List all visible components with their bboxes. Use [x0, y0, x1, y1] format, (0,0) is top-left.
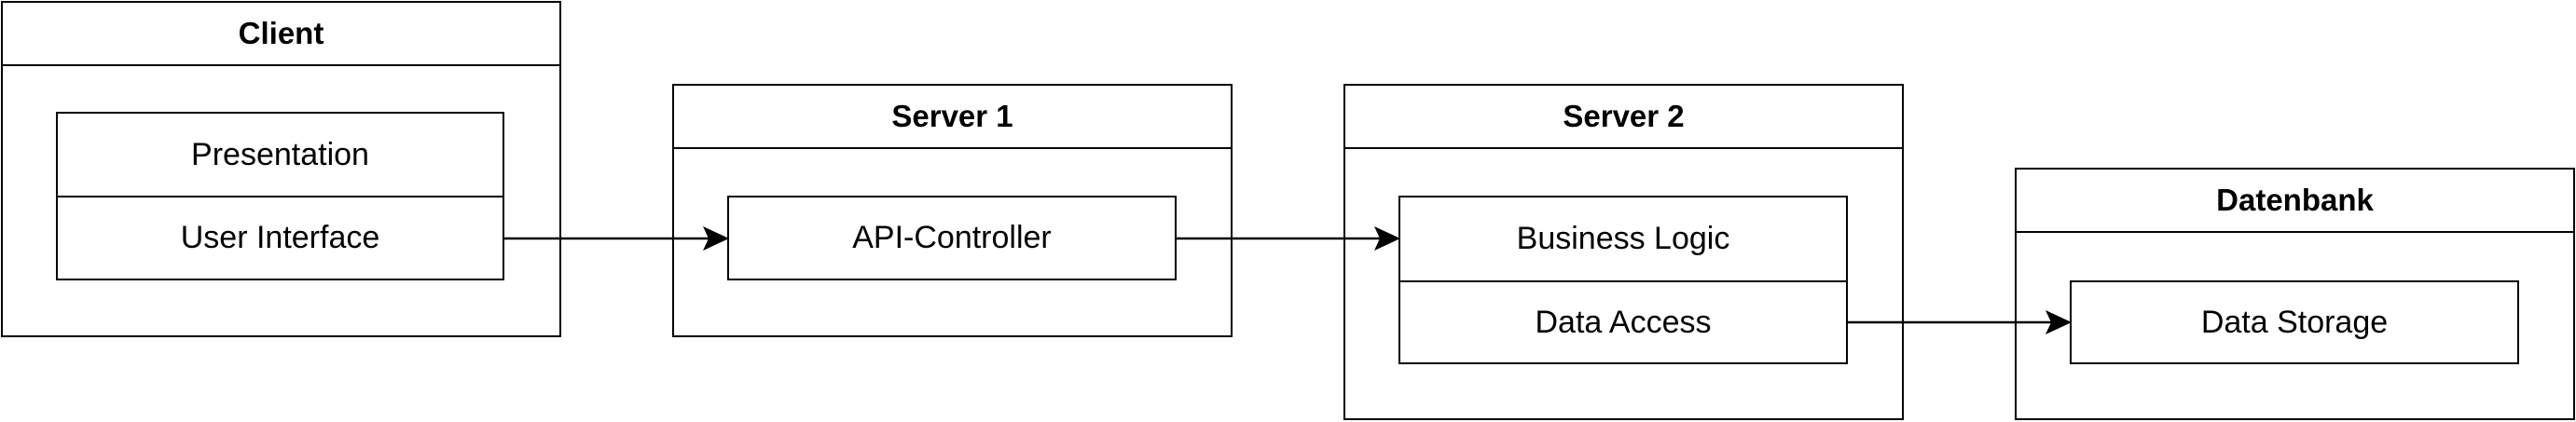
data-access-block[interactable]: Data Access: [1398, 280, 1848, 364]
data-storage-label: Data Storage: [2200, 304, 2389, 340]
data-access-label: Data Access: [1535, 304, 1712, 340]
business-logic-label: Business Logic: [1516, 221, 1730, 256]
server2-title: Server 2: [1345, 86, 1902, 149]
user-interface-label: User Interface: [180, 220, 380, 255]
data-storage-block[interactable]: Data Storage: [2070, 280, 2519, 364]
user-interface-block[interactable]: User Interface: [56, 196, 504, 280]
client-title: Client: [3, 3, 559, 66]
datenbank-title: Datenbank: [2017, 170, 2573, 233]
presentation-label: Presentation: [191, 136, 369, 172]
server1-title: Server 1: [674, 86, 1231, 149]
presentation-block[interactable]: Presentation: [56, 112, 504, 196]
business-logic-block[interactable]: Business Logic: [1398, 196, 1848, 280]
api-controller-label: API-Controller: [852, 220, 1052, 255]
api-controller-block[interactable]: API-Controller: [727, 196, 1177, 280]
